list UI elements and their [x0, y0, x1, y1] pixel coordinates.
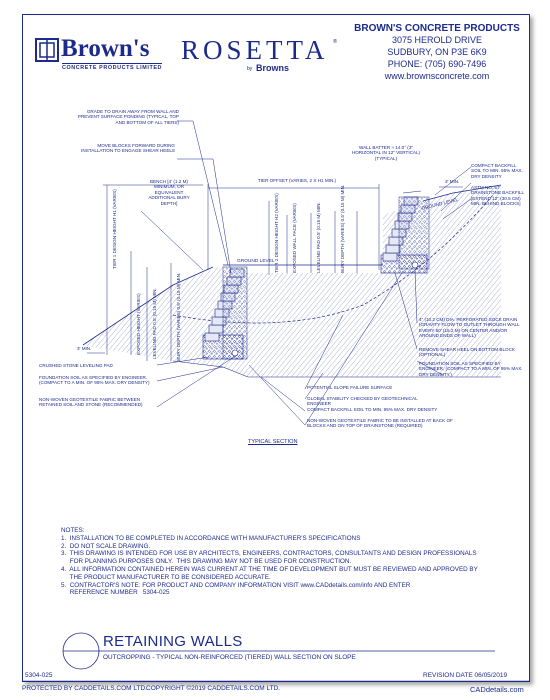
- revision-date: REVISION DATE 06/05/2019: [423, 672, 508, 679]
- bury-depth1-text: BURY DEPTH (VARIES) 0.5' (0.15 M) MIN.: [176, 273, 181, 361]
- foundation-right-callout: FOUNDATION SOIL AS SPECIFIED BY ENGINEER…: [419, 361, 523, 377]
- brand-name: Brown's: [61, 35, 150, 62]
- wall-batter-callout: WALL BATTER ≈ 14.0° (3" HORIZONTAL IN 12…: [351, 145, 421, 161]
- browns-logo-mark: [35, 38, 59, 62]
- notes-heading: NOTES:: [61, 527, 85, 534]
- company-city: SUDBURY, ON P3E 6K9: [387, 47, 487, 57]
- tier-offset-callout: TIER OFFSET (VARIES, 2 X H1 MIN.): [257, 178, 337, 183]
- tier2-wall: [380, 196, 430, 274]
- bench-callout: BENCH [4' (1.2 M) MINIMUM, OR EQUIVALENT…: [148, 179, 190, 206]
- company-phone: PHONE: (705) 690-7496: [387, 59, 487, 69]
- rosetta-by: by: [247, 66, 253, 72]
- ground-line: [82, 266, 214, 346]
- company-street: 3075 HEROLD DRIVE: [391, 35, 483, 45]
- note-line: 1. INSTALLATION TO BE COMPLETED IN ACCOR…: [61, 534, 361, 542]
- typical-section-caption: TYPICAL SECTION: [248, 439, 298, 445]
- copyright-notice: COPYRIGHT ©2019 CADDETAILS.COM LTD.: [146, 685, 281, 692]
- leader-lines: [140, 120, 472, 426]
- browns-logo: Brown's CONCRETE PRODUCTS LIMITED: [35, 35, 185, 77]
- caddetails-link[interactable]: CADdetails.com: [470, 685, 524, 694]
- geotextile-left-callout: NON-WOVEN GEOTEXTILE FABRIC BETWEEN RETA…: [39, 397, 143, 408]
- compact-backfill-bottom-callout: COMPACT BACKFILL SOIL TO MIN. 95% MAX. D…: [307, 407, 438, 412]
- tier1-wall: [202, 266, 248, 360]
- section-bottom-line: [172, 360, 501, 378]
- leveling-pad1-text: LEVELING PAD 0.5' (0.15 M) MIN.: [152, 288, 157, 359]
- section-diagram: TIER 1 DESIGN HEIGHT H1 (VARIES) EXPOSED…: [77, 120, 502, 426]
- brand-sub: CONCRETE PRODUCTS LIMITED: [62, 63, 163, 71]
- move-blocks-callout: MOVE BLOCKS FORWARD DURING INSTALLATION …: [81, 143, 175, 154]
- global-stability-callout: GLOBAL STABILITY CHECKED BY GEOTECHNICAL…: [307, 396, 418, 407]
- company-info: BROWN'S CONCRETE PRODUCTS 3075 HEROLD DR…: [349, 23, 525, 82]
- grade-callout: GRADE TO DRAIN AWAY FROM WALL AND PREVEN…: [77, 109, 179, 125]
- tier2-height-text: TIER 2 DESIGN HEIGHT H2 (VARIES): [274, 193, 279, 273]
- failure-surface-callout: POTENTIAL SLOPE FAILURE SURFACE: [307, 385, 393, 390]
- title-block-lines: [23, 632, 529, 681]
- foundation-left-callout: FOUNDATION SOIL AS SPECIFIED BY ENGINEER…: [39, 375, 150, 386]
- company-name: BROWN'S CONCRETE PRODUCTS: [354, 23, 520, 34]
- note-line: REFERENCE NUMBER 5304-025: [61, 589, 170, 597]
- note-line: 3. THIS DRAWING IS INTENDED FOR USE BY A…: [61, 550, 477, 558]
- note-line: 2. DO NOT SCALE DRAWING.: [61, 542, 151, 550]
- notes-block: NOTES: 1. INSTALLATION TO BE COMPLETED I…: [61, 527, 521, 597]
- note-line: FOR PLANNING PURPOSES ONLY. THIS DRAWING…: [61, 558, 352, 566]
- exposed-face2-text: EXPOSED WALL FACE (VARIES): [292, 203, 297, 273]
- upper-ground-line: [422, 184, 502, 202]
- rosetta-trademark: ®: [333, 39, 338, 45]
- title-sub: OUTCROPPING - TYPICAL NON-REINFORCED (TI…: [103, 654, 356, 661]
- protected-notice: PROTECTED BY CADDETAILS.COM LTD.: [22, 685, 147, 692]
- title-main: RETAINING WALLS: [103, 633, 243, 650]
- drawing-sheet: Brown's CONCRETE PRODUCTS LIMITED ROSETT…: [22, 14, 530, 682]
- three-min2-text: 3' MIN.: [445, 179, 459, 184]
- sock-drain-callout: 4" (10.2 CM) DIA. PERFORATED SOCK DRAIN …: [419, 317, 520, 339]
- bury-depth2-text: BURY DEPTH (VARIES) 0.5' (0.15 M) MIN.: [340, 185, 345, 273]
- rosetta-wordmark: ROSETTA: [181, 35, 329, 65]
- reference-number: 5304-025: [25, 672, 53, 679]
- note-line: 5. CONTRACTOR'S NOTE: FOR PRODUCT AND CO…: [61, 581, 411, 589]
- rosetta-browns: Browns: [256, 63, 290, 73]
- astm-callout: ASTM NO. 57 DRAINSTONE BACKFILL [EXTEND …: [471, 185, 524, 207]
- remove-shear-callout: REMOVE SHEAR HEEL ON BOTTOM BLOCK (OPTIO…: [419, 347, 515, 358]
- geotextile-bottom-callout: NON-WOVEN GEOTEXTILE FABRIC TO BE INSTAL…: [307, 418, 453, 429]
- three-min1-text: 3' MIN.: [77, 346, 91, 351]
- tier1-height-text: TIER 1 DESIGN HEIGHT H1 (VARIES): [112, 189, 117, 269]
- rosetta-logo: ROSETTA ® by Browns: [181, 35, 341, 79]
- company-website: www.brownsconcrete.com: [384, 71, 490, 81]
- ground-level1-text: GROUND LEVEL: [237, 258, 275, 264]
- compact-backfill-top-callout: COMPACT BACKFILL SOIL TO MIN. 95% MAX. D…: [471, 163, 523, 179]
- dimension-lines: [87, 184, 463, 361]
- crushed-stone-callout: CRUSHED STONE LEVELING PAD: [39, 363, 113, 368]
- note-line: 4. ALL INFORMATION CONTAINED HEREIN WAS …: [61, 565, 478, 573]
- exposed-height-text: EXPOSED HEIGHT (VARIES): [136, 293, 141, 355]
- note-line: THE PRODUCT MANUFACTURER TO BE CONSIDERE…: [61, 573, 271, 581]
- leveling-pad2-text: LEVELING PAD 0.5' (0.15 M) MIN.: [316, 202, 321, 273]
